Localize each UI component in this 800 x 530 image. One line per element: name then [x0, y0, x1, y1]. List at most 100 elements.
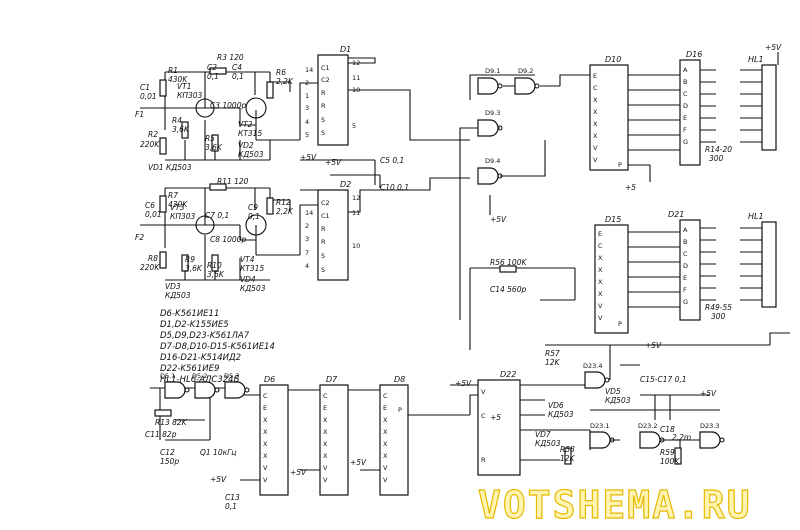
- svg-text:E: E: [383, 404, 387, 412]
- svg-text:+5V: +5V: [490, 215, 507, 224]
- svg-text:220K: 220K: [140, 263, 160, 272]
- svg-text:V: V: [383, 464, 388, 472]
- svg-text:5: 5: [305, 131, 309, 139]
- svg-text:+5V: +5V: [350, 458, 367, 467]
- svg-text:430K: 430K: [168, 200, 188, 209]
- svg-text:2,2K: 2,2K: [276, 207, 294, 216]
- svg-text:X: X: [598, 266, 603, 274]
- svg-text:D: D: [683, 102, 688, 110]
- svg-text:D5.3: D5.3: [224, 372, 239, 380]
- svg-text:КД503: КД503: [535, 439, 561, 448]
- svg-text:R10: R10: [207, 261, 222, 270]
- svg-text:+5V: +5V: [325, 158, 342, 167]
- svg-text:C14 560p: C14 560p: [490, 285, 526, 294]
- svg-text:C1: C1: [321, 212, 330, 220]
- svg-text:D9.1: D9.1: [485, 67, 500, 75]
- svg-text:12: 12: [352, 59, 360, 67]
- chip-d7-label: D7: [326, 375, 338, 384]
- chip-d15-label: D15: [605, 215, 621, 224]
- svg-text:V: V: [323, 476, 328, 484]
- svg-text:B: B: [683, 238, 687, 246]
- chip-d8-label: D8: [394, 375, 405, 384]
- gate-d9-1: D9.1: [477, 67, 503, 95]
- svg-text:R: R: [321, 225, 326, 233]
- svg-text:C15-C17 0,1: C15-C17 0,1: [640, 375, 687, 384]
- svg-text:R6: R6: [276, 68, 286, 77]
- svg-text:C: C: [598, 242, 603, 250]
- svg-text:VD6: VD6: [548, 401, 564, 410]
- svg-text:R58: R58: [560, 445, 575, 454]
- svg-text:VD3: VD3: [165, 282, 181, 291]
- svg-text:300: 300: [711, 312, 726, 321]
- svg-text:C: C: [481, 412, 486, 420]
- svg-text:C5 0,1: C5 0,1: [380, 156, 404, 165]
- svg-text:150p: 150p: [160, 457, 179, 466]
- gate-d5-3: D5.3: [224, 372, 250, 399]
- svg-text:КД503: КД503: [238, 150, 264, 159]
- svg-text:C: C: [683, 90, 688, 98]
- svg-text:C2: C2: [207, 63, 217, 72]
- svg-text:S: S: [321, 116, 325, 124]
- svg-text:R2: R2: [148, 130, 158, 139]
- svg-text:E: E: [323, 404, 327, 412]
- svg-text:C2: C2: [321, 199, 330, 207]
- svg-text:430K: 430K: [168, 75, 188, 84]
- transistor-vt4: [245, 214, 267, 236]
- svg-text:12K: 12K: [560, 454, 576, 463]
- svg-text:R11 120: R11 120: [217, 177, 249, 186]
- svg-text:X: X: [383, 440, 388, 448]
- svg-text:R1: R1: [168, 66, 178, 75]
- svg-text:0,1: 0,1: [232, 72, 244, 81]
- svg-text:10: 10: [352, 242, 360, 250]
- svg-text:VT1: VT1: [177, 82, 191, 91]
- gate-d23-1: D23.1: [589, 422, 615, 449]
- svg-text:R57: R57: [545, 349, 560, 358]
- svg-text:12K: 12K: [545, 358, 561, 367]
- svg-text:R14-20: R14-20: [705, 145, 732, 154]
- svg-text:0,1: 0,1: [248, 212, 260, 221]
- svg-text:F: F: [683, 126, 687, 134]
- svg-text:C8 1000p: C8 1000p: [210, 235, 246, 244]
- svg-text:D23.3: D23.3: [700, 422, 719, 430]
- display-hl1-top: HL1: [748, 55, 777, 151]
- chip-d16-label: D16: [686, 50, 702, 59]
- svg-text:R8: R8: [148, 254, 158, 263]
- svg-text:D9.2: D9.2: [518, 67, 533, 75]
- svg-text:4: 4: [305, 262, 309, 270]
- svg-text:E: E: [683, 274, 687, 282]
- svg-text:VD1 КД503: VD1 КД503: [148, 163, 192, 172]
- svg-text:1: 1: [305, 92, 309, 100]
- svg-text:+5: +5: [625, 183, 636, 192]
- transistor-vt2: [245, 97, 267, 119]
- svg-text:P: P: [618, 320, 622, 328]
- gate-d23-4: D23.4: [583, 362, 610, 389]
- svg-text:C10 0,1: C10 0,1: [380, 183, 409, 192]
- chip-d2-label: D2: [340, 180, 351, 189]
- svg-text:E: E: [683, 114, 687, 122]
- chip-d21-label: D21: [668, 210, 684, 219]
- svg-text:0,1: 0,1: [225, 502, 237, 511]
- svg-text:X: X: [593, 96, 598, 104]
- svg-text:11: 11: [352, 209, 360, 217]
- svg-text:D22-K561ИЕ9: D22-K561ИЕ9: [160, 364, 219, 374]
- svg-text:A: A: [683, 66, 688, 74]
- svg-text:C12: C12: [160, 448, 175, 457]
- svg-text:D5.2: D5.2: [192, 372, 207, 380]
- svg-text:D5,D9,D23-K561ЛА7: D5,D9,D23-K561ЛА7: [160, 331, 250, 341]
- svg-text:+5V: +5V: [290, 468, 307, 477]
- svg-text:C1: C1: [140, 83, 150, 92]
- gate-d23-2: D23.2: [638, 422, 665, 449]
- svg-text:3,6K: 3,6K: [185, 264, 203, 273]
- svg-text:X: X: [263, 440, 268, 448]
- svg-text:V: V: [593, 156, 598, 164]
- svg-text:3: 3: [305, 104, 309, 112]
- svg-text:Q1 10кГц: Q1 10кГц: [200, 448, 236, 457]
- svg-text:0,01: 0,01: [145, 210, 162, 219]
- svg-text:VT2: VT2: [238, 120, 253, 129]
- svg-text:R4: R4: [172, 116, 182, 125]
- chip-d6-label: D6: [264, 375, 275, 384]
